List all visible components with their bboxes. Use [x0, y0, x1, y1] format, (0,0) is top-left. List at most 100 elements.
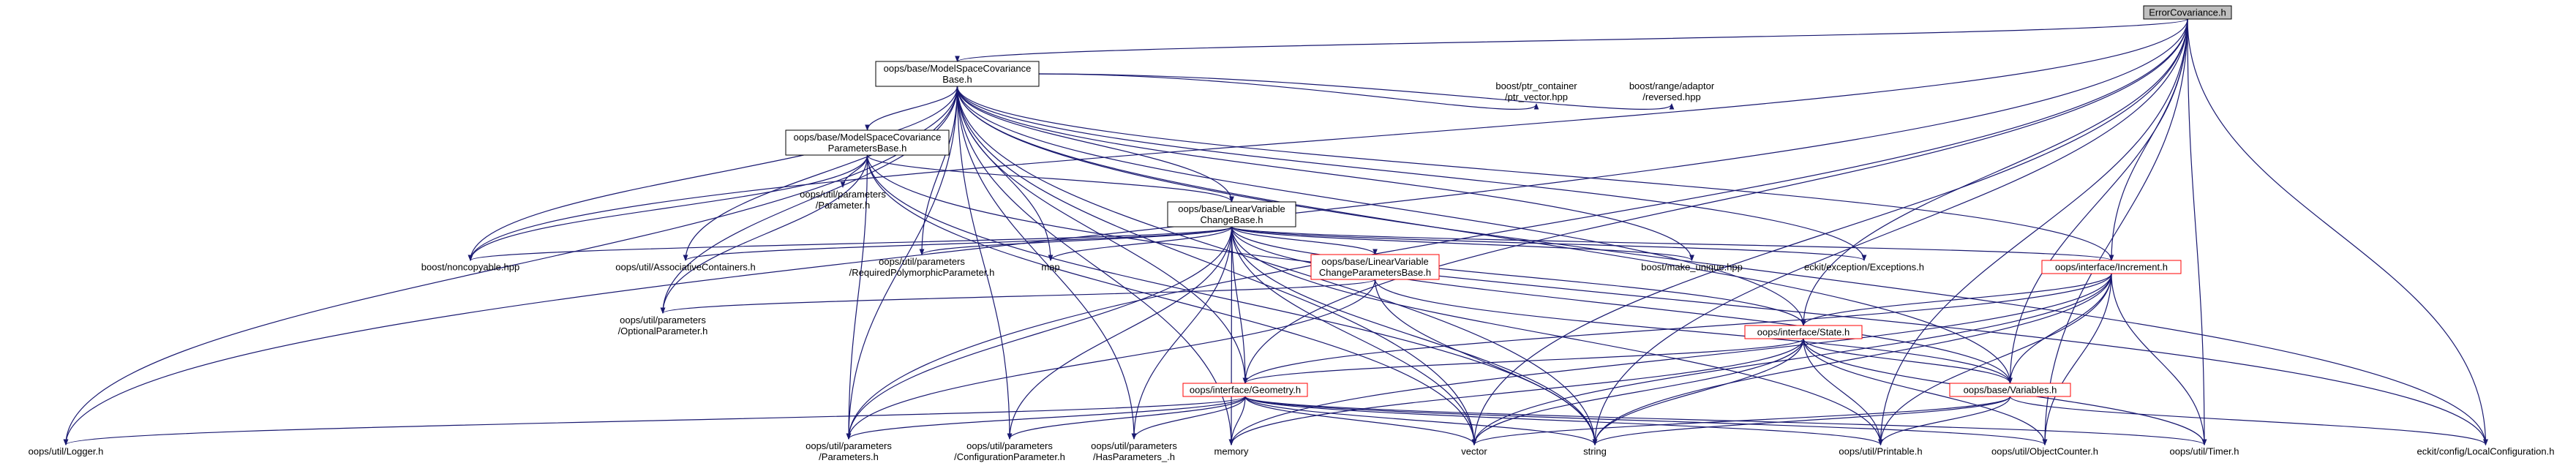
edge-msc_base-to-reversed [1038, 73, 1675, 110]
edge-geometry-to-memory [1228, 396, 1246, 445]
edge-lvc_base-to-increment [1231, 226, 2114, 261]
edge-msc_base-to-optional_param [660, 86, 958, 314]
node-label: oops/util/parameters [620, 315, 706, 326]
edge-msc_base-to-noncopyable [467, 86, 958, 261]
edge-geometry-to-has_params [1131, 396, 1246, 440]
edge-msc_params-to-lvc_base [866, 154, 1234, 203]
node-increment[interactable]: oops/interface/Increment.h [2041, 260, 2182, 274]
node-label: boost/range/adaptor [1629, 80, 1715, 91]
edge-root-to-state [1800, 18, 2188, 326]
node-root[interactable]: ErrorCovariance.h [2143, 5, 2232, 20]
edge-lvc_base-to-memory [1228, 226, 1234, 445]
node-label: ChangeBase.h [1200, 214, 1263, 225]
node-label: oops/base/LinearVariable [1321, 256, 1428, 267]
edge-msc_base-to-string [956, 86, 1598, 445]
node-label: /OptionalParameter.h [618, 326, 708, 336]
edge-root-to-timer [2187, 18, 2207, 445]
node-lvc-params[interactable]: oops/base/LinearVariableChangeParameters… [1310, 254, 1440, 280]
edge-increment-to-geometry [1242, 273, 2112, 384]
edge-state-to-printable [1803, 338, 1883, 445]
edge-variables-to-printable [1878, 396, 2011, 445]
edge-lvc_params-to-optional_param [660, 279, 1376, 314]
node-label: oops/base/LinearVariable [1178, 203, 1285, 214]
edge-lvc_base-to-config_param [1007, 226, 1233, 440]
node-box [1182, 383, 1308, 397]
edge-msc_base-to-lvc_base [956, 86, 1234, 203]
edge-lvc_base-to-exceptions [1231, 226, 1867, 261]
edge-msc_base-to-local_config [956, 86, 2488, 445]
edge-lvc_params-to-string [1374, 279, 1598, 445]
node-state[interactable]: oops/interface/State.h [1744, 325, 1863, 339]
node-label: ChangeParametersBase.h [1319, 267, 1431, 278]
edge-lvc_params-to-parameters_h [846, 279, 1376, 440]
edge-msc_base-to-make_unique [956, 86, 1694, 261]
edge-msc_params-to-parameters_h [846, 154, 868, 440]
node-label: ErrorCovariance.h [2149, 7, 2226, 18]
edge-root-to-object_counter [2042, 18, 2188, 445]
node-label: /ptr_vector.hpp [1505, 91, 1568, 102]
node-parameter-h: oops/util/parameters/Parameter.h [800, 189, 886, 211]
node-label: Base.h [942, 74, 972, 85]
node-label: memory [1214, 446, 1249, 457]
edge-increment-to-object_counter [2042, 273, 2112, 445]
node-box [1310, 254, 1440, 280]
edge-lvc_base-to-noncopyable [468, 226, 1233, 261]
edge-msc_base-to-exceptions [956, 86, 1867, 261]
edge-lvc_base-to-parameters_h [846, 226, 1233, 440]
edge-geometry-to-object_counter [1244, 396, 2048, 445]
node-label: boost/noncopyable.hpp [421, 262, 519, 273]
node-variables[interactable]: oops/base/Variables.h [1949, 383, 2071, 397]
edge-lvc_base-to-map [1048, 226, 1233, 261]
node-label: ParametersBase.h [828, 143, 907, 154]
node-string: string [1583, 446, 1607, 457]
edge-increment-to-string [1592, 273, 2112, 445]
node-optional-param: oops/util/parameters/OptionalParameter.h [618, 315, 708, 336]
node-label: oops/base/Variables.h [1964, 385, 2057, 396]
edge-msc_base-to-has_params [956, 86, 1137, 440]
edge-root-to-local_config [2187, 18, 2488, 445]
node-config-param: oops/util/parameters/ConfigurationParame… [954, 440, 1065, 462]
node-label: map [1041, 262, 1059, 273]
dependency-edges [63, 18, 2488, 445]
edge-lvc_base-to-geometry [1231, 226, 1248, 384]
node-map: map [1041, 262, 1059, 273]
node-box [1167, 201, 1296, 227]
edge-state-to-object_counter [1803, 338, 2048, 445]
node-box [1949, 383, 2071, 397]
edge-msc_base-to-state [956, 86, 1806, 326]
node-geometry[interactable]: oops/interface/Geometry.h [1182, 383, 1308, 397]
node-parameters-h: oops/util/parameters/Parameters.h [806, 440, 892, 462]
node-object-counter: oops/util/ObjectCounter.h [1991, 446, 2098, 457]
node-label: oops/util/parameters [966, 440, 1053, 451]
node-label: oops/base/ModelSpaceCovariance [884, 63, 1032, 74]
edge-increment-to-printable [1878, 273, 2112, 445]
edge-msc_base-to-msc_params [865, 86, 958, 131]
node-label: oops/util/parameters [1091, 440, 1177, 451]
edge-lvc_base-to-vector [1231, 226, 1477, 445]
node-label: oops/util/parameters [806, 440, 892, 451]
edge-msc_base-to-req_poly [919, 86, 958, 255]
edge-msc_params-to-noncopyable [467, 154, 868, 261]
node-label: oops/util/Logger.h [29, 446, 104, 457]
edge-increment-to-timer [2111, 273, 2207, 445]
node-label: boost/make_unique.hpp [1641, 262, 1743, 273]
node-label: string [1583, 446, 1607, 457]
node-label: oops/util/AssociativeContainers.h [615, 262, 756, 273]
node-label: oops/interface/Geometry.h [1190, 385, 1301, 396]
node-msc-params[interactable]: oops/base/ModelSpaceCovarianceParameters… [785, 129, 950, 156]
edge-msc_base-to-assoc [683, 86, 958, 261]
edge-lvc_base-to-lvc_params [1231, 226, 1378, 255]
node-memory: memory [1214, 446, 1249, 457]
node-label: oops/util/Timer.h [2170, 446, 2239, 457]
node-logger: oops/util/Logger.h [29, 446, 104, 457]
edge-lvc_params-to-variables [1374, 279, 2013, 384]
edge-increment-to-memory [1228, 273, 2112, 445]
edge-root-to-logger [63, 18, 2188, 445]
node-exceptions: eckit/exception/Exceptions.h [1804, 262, 1924, 273]
edge-lvc_base-to-assoc [683, 226, 1233, 261]
edge-geometry-to-parameters_h [846, 396, 1246, 440]
node-label: oops/interface/Increment.h [2055, 262, 2168, 273]
node-label: oops/util/ObjectCounter.h [1991, 446, 2098, 457]
